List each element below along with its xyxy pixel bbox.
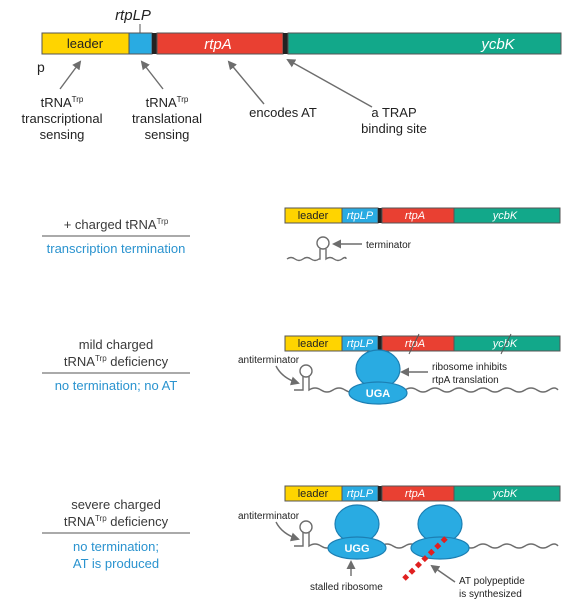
leader-label: leader [298,488,329,500]
codon-label: UGA [366,388,391,400]
rtpLP-top-label: rtpLP [115,7,151,24]
trap-marker [283,33,288,54]
ribosome-translating [410,504,470,560]
callout-transcriptional-title: tRNATrp [41,95,84,110]
rtpA-label: rtpA [204,36,232,53]
rtpA-label: rtpA [405,210,425,222]
antiterminator-label: antiterminator [238,511,300,522]
antiterminator-arrow [275,521,300,542]
callout-encodes: encodes AT [249,105,317,120]
ycbK-label: ycbK [492,338,518,350]
top-callout-arrows [59,59,373,108]
ycbK-strike [500,333,512,355]
rtpA-label: rtpA [405,338,425,350]
ribosome-small-subunit [327,536,387,560]
antiterminator-label: antiterminator [238,355,300,366]
condition-line1: severe charged [71,497,161,512]
antiterminator-arrow [275,365,300,386]
antiterminator-loop [299,364,313,378]
polypeptide-arrow [430,564,456,583]
condition-line1: mild charged [79,337,153,352]
ycbK-label: ycbK [492,488,518,500]
top-callouts: tRNATrp transcriptional sensing tRNATrp … [22,95,427,142]
scenario-severe: severe charged tRNATrp deficiency no ter… [42,485,561,600]
condition-line2: tRNATrp deficiency [64,514,169,529]
ribosome-small-subunit [410,536,470,560]
arrow-trap [286,59,373,108]
outcome-line2: AT is produced [73,556,159,571]
scenario-charged: + charged tRNATrp transcription terminat… [42,207,561,262]
leader-label: leader [298,338,329,350]
promoter-label: p [37,59,45,75]
at-polypeptide [402,536,448,581]
ycbK-segment [453,335,561,352]
stop-marker [378,208,382,223]
ribosome-note-line1: ribosome inhibits [432,362,507,373]
callout-translational-title: tRNATrp [146,95,189,110]
rtpA-label: rtpA [405,488,425,500]
callout-translational-line2: translational [132,111,202,126]
ycbK-label: ycbK [480,36,515,53]
ycbK-segment [453,207,561,224]
callout-transcriptional-line2: transcriptional [22,111,103,126]
arrow-encodes [227,60,265,105]
rtpA-strike [408,333,420,355]
transcript-rna [294,376,559,393]
antiterminator-loop [299,520,313,534]
transcript-rna [286,249,347,262]
ribosome-stalled: UGG [327,504,387,560]
rtpLP-label: rtpLP [347,338,374,350]
polypeptide-line2: is synthesized [459,589,522,600]
outcome-label: transcription termination [47,241,186,256]
top-operon: leader rtpA ycbK rtpLP p [37,7,562,75]
stop-marker [378,336,382,351]
ribosome-note-line2: rtpA translation [432,375,499,386]
polypeptide-line1: AT polypeptide [459,576,525,587]
stop-marker [378,486,382,501]
ycbK-segment [453,485,561,502]
ycbK-segment [287,32,562,55]
terminator-label: terminator [366,240,412,251]
callout-translational-line3: sensing [145,127,190,142]
ycbK-label: ycbK [492,210,518,222]
stalled-label: stalled ribosome [310,582,383,593]
arrow-transcriptional [59,60,82,90]
rtpLP-label: rtpLP [347,210,374,222]
condition-label: + charged tRNATrp [64,217,169,232]
outcome-line1: no termination; [73,539,159,554]
ribosome-small-subunit [348,381,408,405]
mini-operon: leader rtpLP rtpA ycbK [284,485,561,502]
stop-marker [152,33,157,54]
leader-label: leader [67,36,104,51]
ribosome: UGA [348,349,408,405]
terminator-hairpin [316,236,330,250]
leader-label: leader [298,210,329,222]
callout-trap-line2: binding site [361,121,427,136]
arrow-translational [140,60,164,90]
mini-operon: leader rtpLP rtpA ycbK [284,333,561,355]
codon-label: UGG [344,543,369,555]
rtpLP-segment [128,32,153,55]
scenario-mild: mild charged tRNATrp deficiency no termi… [42,333,561,405]
callout-trap-line1: a TRAP [371,105,416,120]
mini-operon: leader rtpLP rtpA ycbK [284,207,561,224]
outcome-label: no termination; no AT [55,378,178,393]
callout-transcriptional-line3: sensing [40,127,85,142]
condition-line2: tRNATrp deficiency [64,354,169,369]
rtpLP-label: rtpLP [347,488,374,500]
